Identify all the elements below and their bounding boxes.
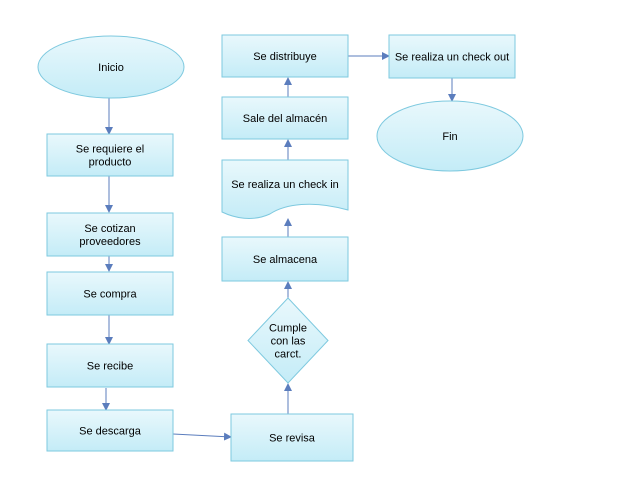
node-cumple-label-1: con las xyxy=(271,336,306,348)
node-sale-label-0: Sale del almacén xyxy=(243,113,327,125)
node-cotizan-label-1: proveedores xyxy=(79,236,141,248)
node-checkin: Se realiza un check in xyxy=(221,159,349,219)
node-compra-shape xyxy=(46,271,174,316)
node-almacena-label-0: Se almacena xyxy=(253,254,318,266)
node-recibe-shape xyxy=(46,343,174,388)
node-fin: Fin xyxy=(376,100,524,172)
node-cotizan-shape xyxy=(46,212,174,257)
node-descarga: Se descarga xyxy=(46,409,174,452)
node-fin-shape xyxy=(376,100,524,172)
node-checkout-label-0: Se realiza un check out xyxy=(395,52,509,64)
node-cumple-label-0: Cumple xyxy=(269,323,307,335)
node-recibe: Se recibe xyxy=(46,343,174,388)
node-requiere-label-0: Se requiere el xyxy=(76,144,145,156)
node-distribuye-label-0: Se distribuye xyxy=(253,51,317,63)
node-revisa-label-0: Se revisa xyxy=(269,433,316,445)
node-cumple-shape xyxy=(247,297,329,384)
node-checkin-label-0: Se realiza un check in xyxy=(231,179,339,191)
node-compra: Se compra xyxy=(46,271,174,316)
node-recibe-label-0: Se recibe xyxy=(87,361,133,373)
node-requiere-label-1: producto xyxy=(89,157,132,169)
node-almacena: Se almacena xyxy=(221,236,349,282)
node-checkout: Se realiza un check out xyxy=(388,34,516,79)
node-compra-label-0: Se compra xyxy=(83,289,137,301)
node-distribuye-shape xyxy=(221,34,349,78)
node-sale-shape xyxy=(221,96,349,140)
node-sale: Sale del almacén xyxy=(221,96,349,140)
node-inicio-label-0: Inicio xyxy=(98,62,124,74)
arrow-descarga-revisa xyxy=(172,432,232,441)
node-almacena-shape xyxy=(221,236,349,282)
node-checkin-shape xyxy=(221,159,349,219)
node-descarga-shape xyxy=(46,409,174,452)
node-requiere-shape xyxy=(46,133,174,177)
node-cotizan-label-0: Se cotizan xyxy=(84,223,135,235)
node-cumple-label-2: carct. xyxy=(275,349,302,361)
node-revisa: Se revisa xyxy=(230,413,354,462)
node-distribuye: Se distribuye xyxy=(221,34,349,78)
node-inicio-shape xyxy=(37,35,185,99)
node-fin-label-0: Fin xyxy=(442,131,457,143)
node-revisa-shape xyxy=(230,413,354,462)
node-checkout-shape xyxy=(388,34,516,79)
node-inicio: Inicio xyxy=(37,35,185,99)
node-descarga-label-0: Se descarga xyxy=(79,426,142,438)
